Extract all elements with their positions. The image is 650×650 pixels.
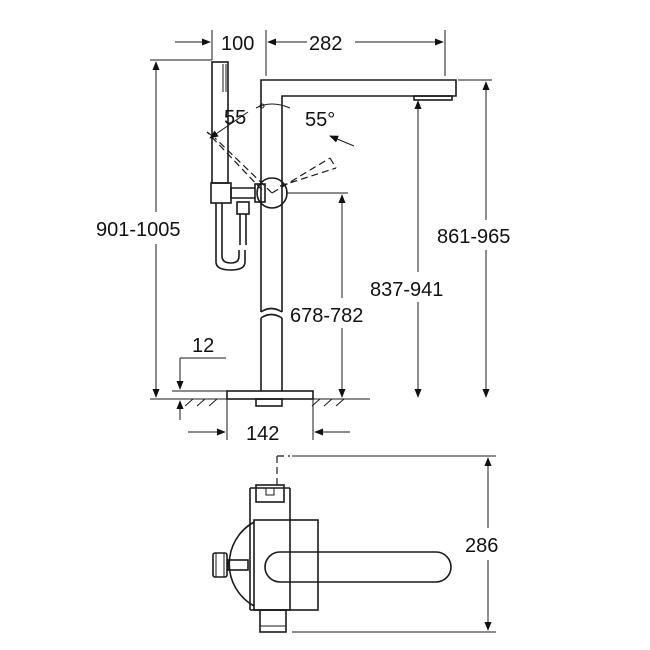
angle-left-leader: [209, 111, 249, 139]
hose: [215, 203, 247, 271]
swing-left: [206, 131, 273, 194]
base-round: [228, 521, 255, 607]
bottom-tab: [259, 609, 287, 633]
dim-label-678-782: 678-782: [290, 305, 363, 327]
angle-label-left: 55: [224, 107, 246, 129]
mixer-knob: [254, 183, 266, 203]
top-cap: [255, 484, 285, 503]
dim-label-286: 286: [465, 535, 498, 557]
dim-label-100: 100: [221, 33, 254, 55]
base-plate: [226, 390, 314, 400]
hand-shower: [211, 61, 229, 184]
plan-view: 286: [212, 455, 498, 633]
column: [260, 108, 283, 391]
side-knob: [212, 552, 228, 578]
cap-mark: [265, 487, 275, 496]
elevation-view: 100 282 55 55° 901-1005 861-965 837-941 …: [96, 28, 510, 445]
swing-right: [271, 157, 337, 194]
base-recess: [255, 398, 283, 407]
angle-right-leader: [329, 135, 355, 147]
spout: [260, 79, 457, 108]
spout-plan: [264, 551, 452, 583]
hose-connector: [236, 201, 250, 215]
rotation-arc: [255, 103, 291, 109]
plan-dash-ref: [276, 455, 290, 486]
dim-label-12: 12: [192, 335, 214, 357]
pivot-mark: [259, 103, 265, 109]
dim-label-861-965: 861-965: [437, 226, 510, 248]
column-break: [260, 307, 283, 319]
holder-clamp: [210, 182, 232, 204]
dim-label-282: 282: [309, 33, 342, 55]
shower-holder: [230, 187, 255, 199]
dim-label-837-941: 837-941: [370, 279, 443, 301]
shower-head-texture: [222, 64, 227, 92]
dim-label-142: 142: [246, 423, 279, 445]
spout-outlet: [413, 95, 453, 101]
body-box: [253, 519, 319, 611]
dim-label-901-1005: 901-1005: [96, 219, 181, 241]
floor-hatching: [184, 398, 345, 407]
column-plan: [249, 487, 291, 611]
side-connector: [227, 559, 249, 571]
angle-label-right: 55°: [305, 109, 335, 131]
